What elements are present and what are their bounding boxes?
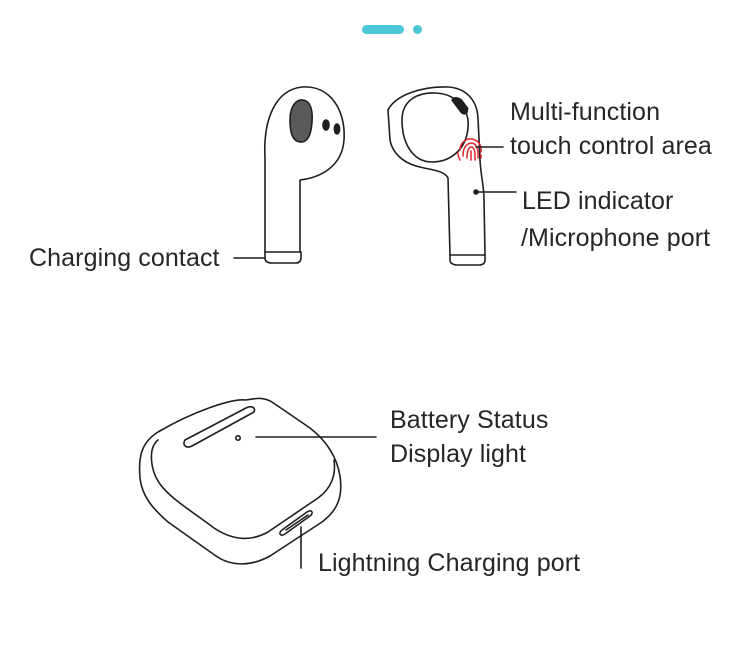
page-indicator-active[interactable] (362, 25, 404, 34)
right-earbud (387, 86, 486, 266)
page-indicator-dot[interactable] (413, 25, 422, 34)
fingerprint-icon (457, 138, 482, 161)
charging-contact-label: Charging contact (29, 244, 220, 272)
led-indicator-label-line2: /Microphone port (521, 224, 711, 252)
multifunction-label-line1: Multi-function (510, 98, 661, 126)
charging-case (138, 397, 342, 565)
multifunction-label-line2: touch control area (510, 132, 712, 160)
led-indicator-label-line1: LED indicator (522, 187, 674, 215)
lightning-port-label: Lightning Charging port (318, 549, 581, 577)
left-earbud (264, 86, 345, 264)
battery-status-label-line2: Display light (390, 440, 527, 468)
battery-status-label-line1: Battery Status (390, 406, 549, 434)
